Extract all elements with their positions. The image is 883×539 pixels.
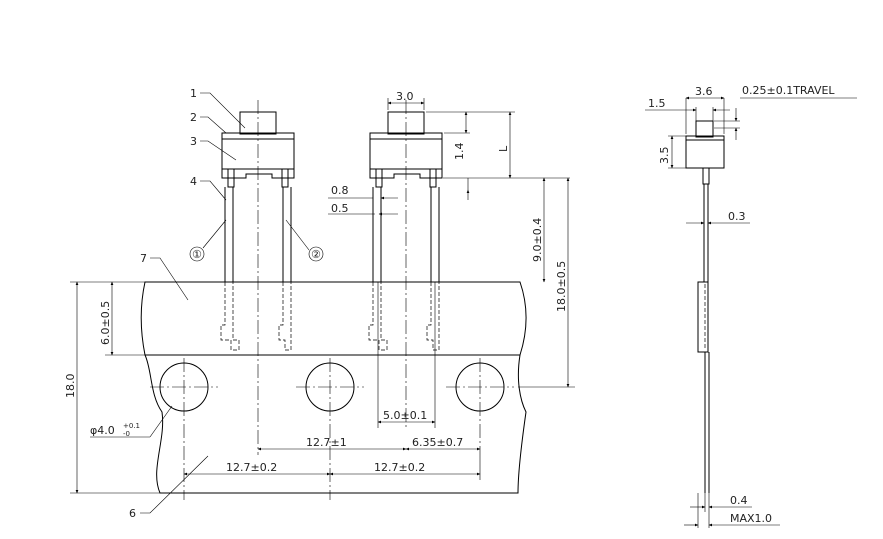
switch-right [368,111,443,351]
carrier-tape [140,281,527,494]
pin2-circle [308,246,324,262]
dim-hole-tol-lower: -0 [123,430,130,438]
dim-lead-thickness: 0.3 [728,210,746,223]
pin-1-label: ① [192,248,202,261]
dim-tape-thickness: 0.4 [730,494,748,507]
dimension-lines-side [645,96,857,528]
callout-7: 7 [140,252,147,265]
callout-3: 3 [190,135,197,148]
dim-hole-pitch-right: 12.7±0.2 [374,461,425,474]
side-view [685,120,725,493]
dim-body-height: 3.5 [658,147,671,165]
component-centerlines [257,100,407,455]
dim-travel-above: 1.4 [453,143,466,161]
dim-side-offset: 1.5 [648,97,666,110]
dim-side-width: 3.6 [695,85,713,98]
switch-left [220,111,295,351]
dim-max-thickness: MAX1.0 [730,512,772,525]
dim-hole-diameter: φ4.0 [90,424,115,437]
dim-pin-pitch: 5.0±0.1 [383,409,427,422]
dim-hole-offset: 6.35±0.7 [412,436,463,449]
dim-actuator-width: 3.0 [396,90,414,103]
pin1-circle [189,246,205,262]
dim-lead-length: 9.0±0.4 [531,218,544,262]
dim-pin-width-08: 0.8 [331,184,349,197]
dim-overall-l: L [497,145,510,152]
dim-travel: 0.25±0.1TRAVEL [742,84,835,97]
callout-1: 1 [190,87,197,100]
hole-centerlines [150,358,514,500]
pin-2-label: ② [311,248,321,261]
dim-component-pitch: 12.7±1 [306,436,347,449]
callout-6: 6 [129,507,136,520]
dim-hole-tol-upper: +0.1 [123,422,140,430]
dimension-lines-front [70,98,575,494]
dim-hole-pitch-left: 12.7±0.2 [226,461,277,474]
dim-tape-height: 18.0 [64,374,77,399]
dim-overall-18: 18.0±0.5 [555,261,568,312]
callout-2: 2 [190,111,197,124]
callout-leaders [140,92,310,514]
dim-pin-width-05: 0.5 [331,202,349,215]
callout-4: 4 [190,175,197,188]
dim-tape-band: 6.0±0.5 [99,301,112,345]
